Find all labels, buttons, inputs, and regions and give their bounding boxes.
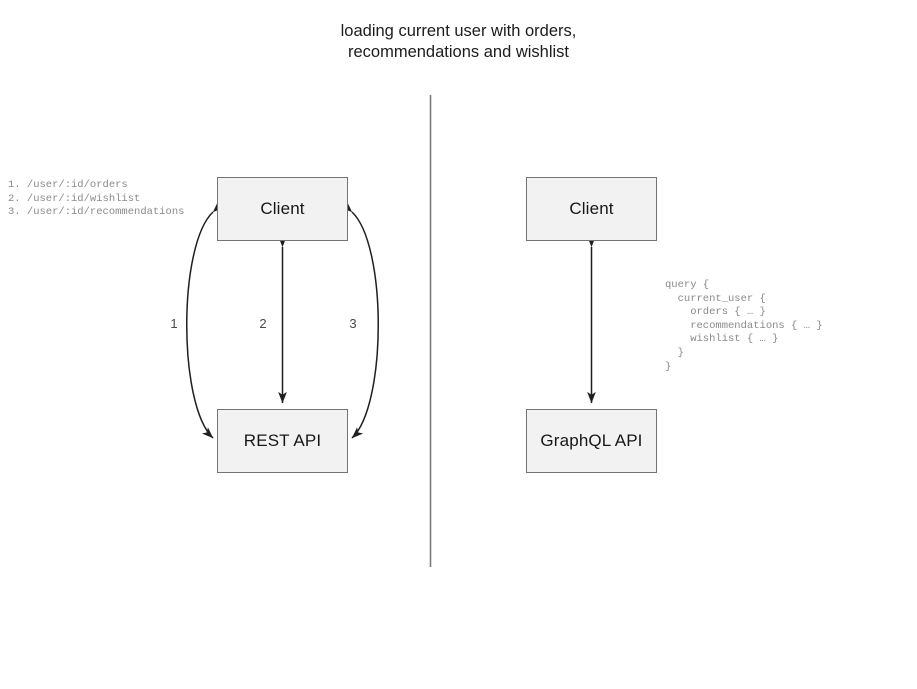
edge-1-curve	[186, 201, 225, 439]
edge-label-2: 2	[259, 316, 267, 331]
edge-label-1: 1	[170, 316, 178, 331]
rest-endpoint-list: 1. /user/:id/orders 2. /user/:id/wishlis…	[8, 179, 185, 219]
node-rest-api[interactable]: REST API	[217, 409, 348, 473]
page-title: loading current user with orders, recomm…	[340, 22, 577, 61]
edge-label-3: 3	[349, 316, 357, 331]
node-client-rest[interactable]: Client	[217, 177, 348, 241]
graphql-query-block: query { current_user { orders { … } reco…	[665, 279, 823, 373]
node-graphql-api[interactable]: GraphQL API	[526, 409, 657, 473]
node-client-graphql[interactable]: Client	[526, 177, 657, 241]
